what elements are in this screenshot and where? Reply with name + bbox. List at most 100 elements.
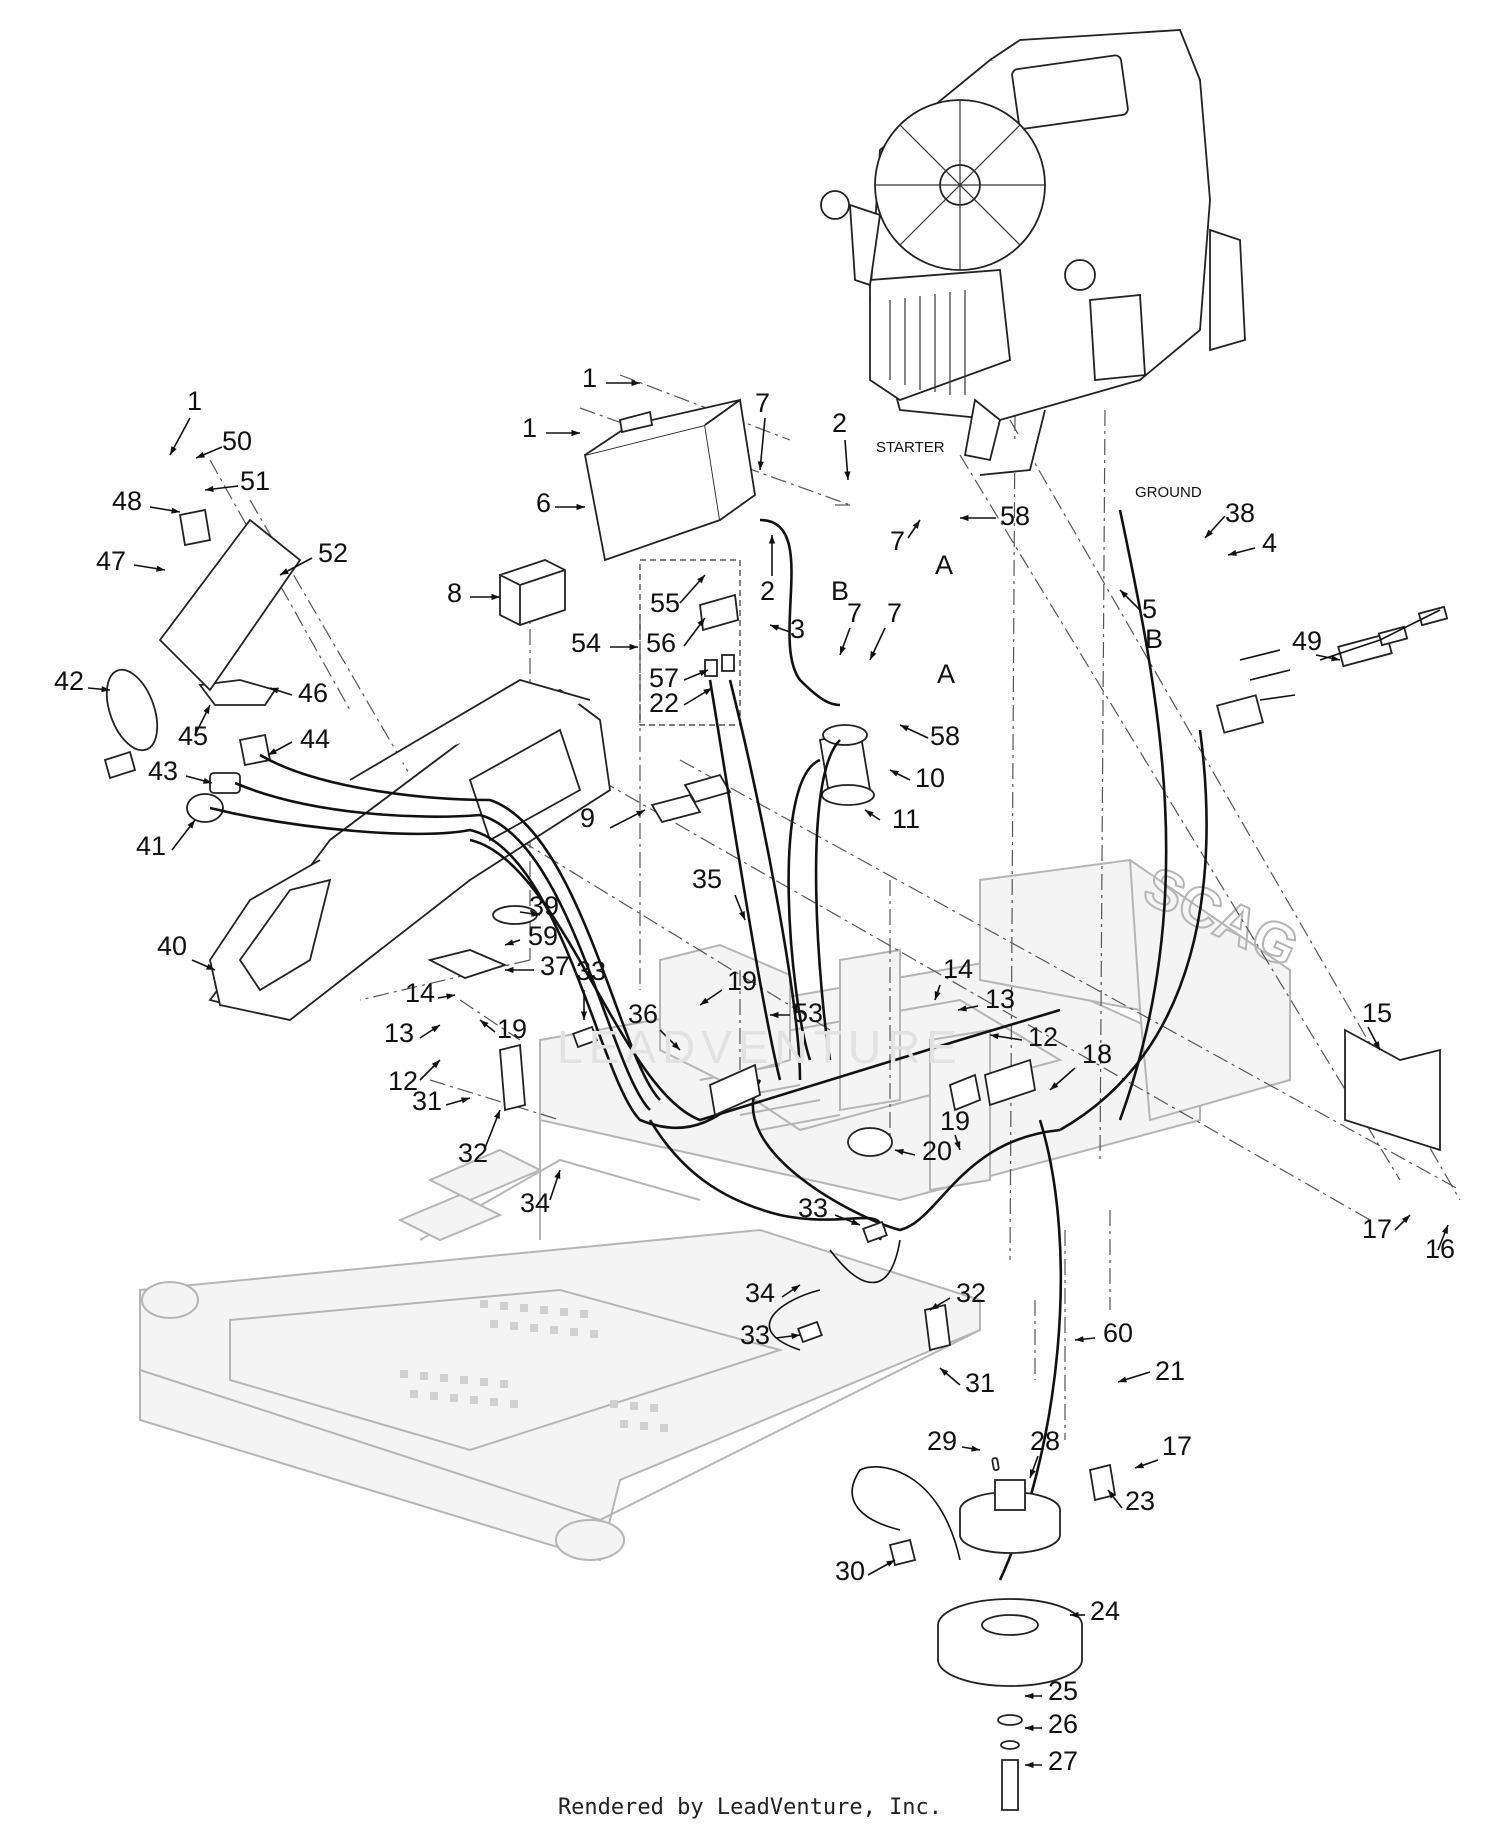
callout-c17a: 17 [1362, 1214, 1392, 1244]
callout-c57: 57 [649, 663, 679, 693]
callout-arrow-c33a [580, 1011, 588, 1020]
callout-arrow-c34b [791, 1285, 800, 1293]
mounting-plate [158, 518, 302, 692]
callout-c60: 60 [1103, 1318, 1133, 1348]
callout-c26: 26 [1048, 1709, 1078, 1739]
callout-arrow-c2b [768, 535, 776, 544]
callout-c53: 53 [793, 998, 823, 1028]
callout-arrow-c1a [631, 379, 640, 387]
callout-arrow-c14a [446, 993, 455, 1000]
callout-arrow-c15 [1373, 1041, 1380, 1050]
callout-arrow-c9 [636, 810, 645, 817]
callout-arrow-c33b [851, 1218, 860, 1225]
callout-c10: 10 [915, 763, 945, 793]
seat-switch [847, 1127, 893, 1157]
choke-knob [178, 508, 212, 547]
callout-arrow-c18 [1050, 1082, 1059, 1090]
callout-c27: 27 [1048, 1746, 1078, 1776]
callout-c28: 28 [1030, 1426, 1060, 1456]
callout-c2b: 2 [760, 576, 775, 606]
callout-arrow-c14b [934, 991, 941, 1000]
callout-c7d: 7 [890, 526, 905, 556]
callout-arrow-c57 [699, 670, 708, 677]
callout-arrow-c59 [505, 939, 514, 946]
callout-c25: 25 [1048, 1676, 1078, 1706]
callout-c12b: 12 [388, 1066, 418, 1096]
callout-leader-c7a [759, 417, 766, 471]
callout-c4: 4 [1262, 528, 1277, 558]
callout-arrow-c55 [697, 575, 705, 584]
throttle-control [198, 679, 277, 706]
foam-pad [650, 793, 702, 824]
fuse-holder-kit [639, 559, 741, 726]
ground-label: GROUND [1135, 484, 1202, 501]
callout-arrow-c31a [461, 1097, 470, 1104]
callout-c16: 16 [1425, 1234, 1455, 1264]
callout-arrow-c37 [505, 966, 514, 974]
callout-arrow-c32b [930, 1303, 939, 1310]
callout-c32b: 32 [956, 1278, 986, 1308]
callout-c36: 36 [628, 999, 658, 1029]
callout-arrow-c19c [954, 1141, 961, 1150]
brake-switch-bracket-2 [924, 1303, 951, 1352]
callout-arrow-c34a [554, 1170, 561, 1179]
callout-arrow-c54 [629, 643, 638, 651]
callout-arrow-c51 [205, 485, 214, 493]
connector-33-c [797, 1320, 823, 1344]
callout-c51: 51 [240, 466, 270, 496]
callout-arrow-c58a [960, 514, 969, 522]
callout-arrow-c32a [494, 1110, 500, 1119]
callout-c33c: 33 [740, 1320, 770, 1350]
callout-c11: 11 [892, 804, 920, 834]
callout-arrow-c45 [203, 705, 210, 714]
callout-arrow-c43 [203, 777, 212, 784]
callout-arrow-c44 [268, 748, 277, 755]
callout-arrow-c8 [491, 593, 500, 601]
callout-arrow-c60 [1075, 1336, 1084, 1343]
callout-c33a: 33 [576, 956, 606, 986]
callout-c1b: 1 [522, 413, 537, 443]
callout-arrow-c47 [156, 565, 165, 572]
ignition-switch [186, 793, 224, 823]
callout-arrow-c13a [431, 1025, 440, 1033]
chassis-frame [139, 858, 1291, 1562]
callout-arrow-c42 [101, 686, 110, 693]
callout-arrow-c58b [900, 725, 909, 732]
battery [583, 398, 756, 562]
callout-arrow-c41 [187, 820, 195, 829]
callout-arrow-c56 [697, 618, 705, 627]
callout-arrow-c22 [703, 688, 712, 696]
callout-c32a: 32 [458, 1138, 488, 1168]
callout-c7a: 7 [755, 388, 770, 418]
callout-c15: 15 [1362, 998, 1392, 1028]
callout-arrow-c13b [958, 1005, 967, 1012]
callout-arrow-c21 [1118, 1376, 1127, 1383]
callout-c31b: 31 [965, 1368, 995, 1398]
callout-c3: 3 [790, 614, 805, 644]
callout-arrow-c23 [1108, 1490, 1116, 1499]
plate-37 [427, 949, 508, 979]
wiring-harness [209, 509, 1449, 1581]
callout-c13a: 13 [384, 1018, 414, 1048]
callout-c48: 48 [112, 486, 142, 516]
brake-switch-bracket [499, 1043, 526, 1112]
callout-c40: 40 [157, 931, 187, 961]
callout-arrow-c12a [990, 1033, 999, 1040]
callout-c6: 6 [536, 488, 551, 518]
callout-c59: 59 [528, 921, 558, 951]
callout-c18: 18 [1082, 1039, 1112, 1069]
callout-arrow-c26 [1025, 1724, 1034, 1732]
callout-c37: 37 [540, 951, 570, 981]
callout-arrow-c7b [840, 646, 846, 655]
callout-c7b: 7 [847, 598, 862, 628]
callout-arrow-c53 [770, 1011, 779, 1019]
callout-c33b: 33 [798, 1193, 828, 1223]
callout-c19b: 19 [497, 1014, 527, 1044]
callout-c50: 50 [222, 426, 252, 456]
callout-arrow-c24 [1070, 1611, 1079, 1619]
callout-c58a: 58 [1000, 501, 1030, 531]
callout-arrow-c4 [1228, 549, 1237, 556]
starter-label: STARTER [876, 439, 945, 456]
callout-cBb: B [1145, 624, 1163, 654]
callout-c17b: 17 [1162, 1431, 1192, 1461]
